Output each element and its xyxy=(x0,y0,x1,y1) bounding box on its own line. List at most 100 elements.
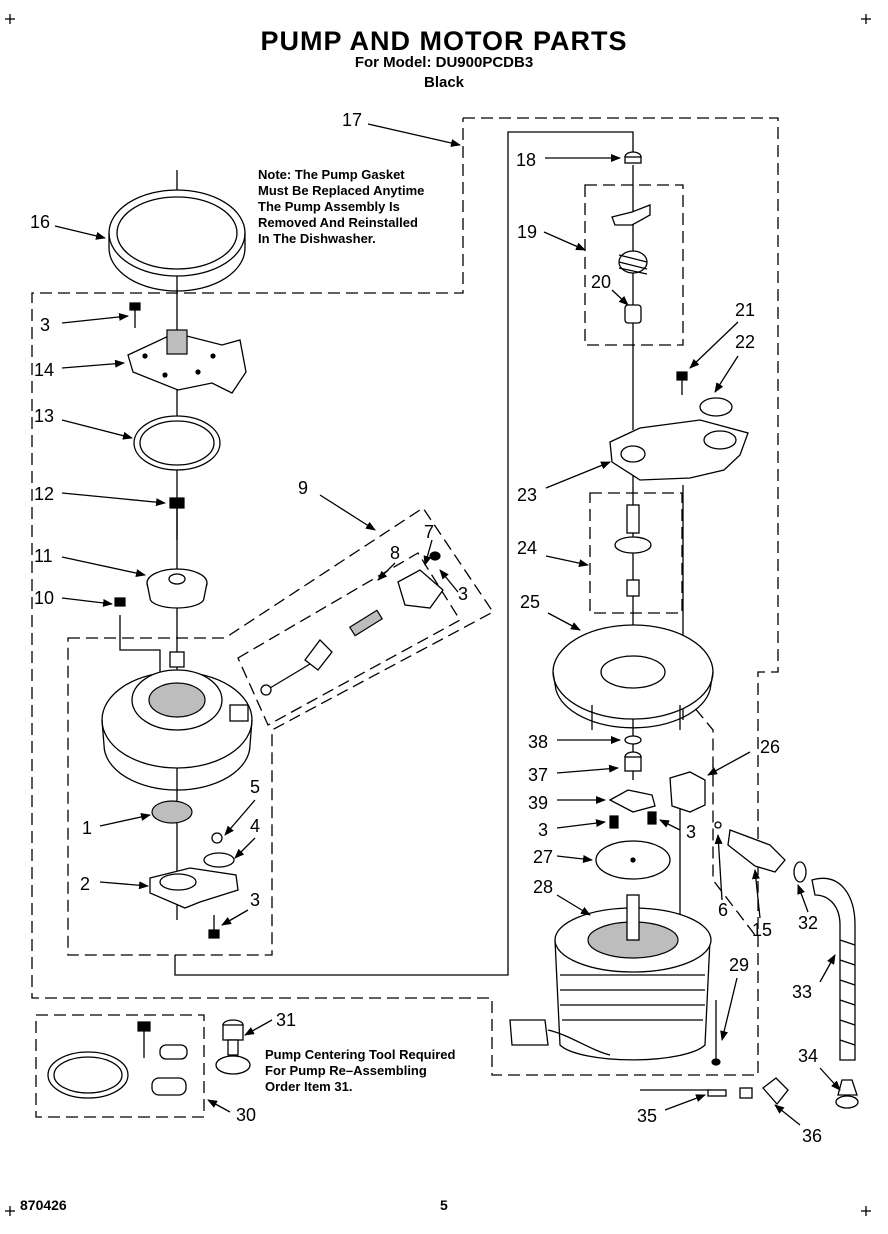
document-number: 870426 xyxy=(20,1197,67,1213)
callout-31: 31 xyxy=(276,1010,297,1030)
registration-marks xyxy=(5,14,871,1216)
motor-part xyxy=(509,894,712,1061)
flange-part-39 xyxy=(608,789,656,813)
callout-32: 32 xyxy=(798,913,819,933)
gasket-note-line: Note: The Pump Gasket xyxy=(258,167,405,182)
screw-part-3-right xyxy=(647,811,657,825)
callout-4: 4 xyxy=(250,816,261,836)
pump-body-part xyxy=(101,651,253,791)
impeller-part xyxy=(146,568,208,609)
callout-17: 17 xyxy=(342,110,363,130)
callout-21: 21 xyxy=(735,300,756,320)
callout-5: 5 xyxy=(250,777,261,797)
callout-24: 24 xyxy=(517,538,538,558)
motor-mount-part xyxy=(552,624,714,730)
pump-outlet-housing-part xyxy=(149,867,239,909)
callout-30: 30 xyxy=(236,1105,257,1125)
slinger-disc-part xyxy=(595,840,671,880)
callout-13: 13 xyxy=(34,406,55,426)
callout-18: 18 xyxy=(516,150,537,170)
mounting-bracket-part xyxy=(609,419,749,481)
wire-terminal-part xyxy=(707,1087,753,1099)
hose-fitting-part xyxy=(714,821,807,883)
callout-6: 6 xyxy=(718,900,729,920)
drain-hose-part xyxy=(811,877,856,1061)
terminal-block-part xyxy=(669,771,706,813)
callout-2: 2 xyxy=(80,874,91,894)
gasket-note: Note: The Pump Gasket Must Be Replaced A… xyxy=(258,167,424,247)
callout-35: 35 xyxy=(637,1106,658,1126)
callout-33: 33 xyxy=(792,982,813,1002)
impeller-bolt-part xyxy=(169,497,185,540)
wire-nut-part xyxy=(762,1077,789,1106)
callout-26: 26 xyxy=(760,737,781,757)
nut-part xyxy=(624,151,642,164)
hose-cap-part xyxy=(835,1079,859,1109)
page-title: PUMP AND MOTOR PARTS xyxy=(260,26,628,56)
tool-note-line: Pump Centering Tool Required xyxy=(265,1047,456,1062)
callout-38: 38 xyxy=(528,732,549,752)
model-number: For Model: DU900PCDB3 xyxy=(354,54,534,71)
gasket-note-line: The Pump Assembly Is xyxy=(258,199,400,214)
centering-tool-part xyxy=(215,1019,251,1075)
callout-20: 20 xyxy=(591,272,612,292)
callout-12: 12 xyxy=(34,484,55,504)
callout-23: 23 xyxy=(517,485,538,505)
tool-note-line: Order Item 31. xyxy=(265,1079,353,1094)
motor-bolt-part xyxy=(711,1000,721,1066)
screw-part-10 xyxy=(114,597,126,607)
bushing-part-37 xyxy=(624,751,642,772)
callout-leaders xyxy=(54,123,841,1126)
callout-16: 16 xyxy=(30,212,51,232)
seal-ring-part-22 xyxy=(699,397,733,417)
callout-28: 28 xyxy=(533,877,554,897)
callout-34: 34 xyxy=(798,1046,819,1066)
callout-39: 39 xyxy=(528,793,549,813)
gasket-note-line: Removed And Reinstalled xyxy=(258,215,418,230)
callout-3-top: 3 xyxy=(40,315,51,335)
callout-3-bottom: 3 xyxy=(250,890,261,910)
centering-tool-note: Pump Centering Tool Required For Pump Re… xyxy=(265,1047,455,1095)
callout-27: 27 xyxy=(533,847,554,867)
color-label: Black xyxy=(423,74,465,91)
gasket-note-line: Must Be Replaced Anytime xyxy=(258,183,425,198)
callout-25: 25 xyxy=(520,592,541,612)
screw-part-3-bottom xyxy=(208,915,220,939)
callout-7: 7 xyxy=(424,522,435,542)
callout-36: 36 xyxy=(802,1126,823,1146)
float-switch-part xyxy=(260,551,444,696)
tool-note-line: For Pump Re–Assembling xyxy=(265,1063,427,1078)
callout-3-float: 3 xyxy=(458,584,469,604)
cam-spring-part xyxy=(611,204,651,275)
callout-3-right: 3 xyxy=(686,822,697,842)
o-ring-part-38 xyxy=(624,735,642,745)
screw-part-3-left xyxy=(609,815,619,829)
o-ring-part xyxy=(203,852,235,868)
callout-9: 9 xyxy=(298,478,309,498)
seal-ring-part xyxy=(133,415,221,471)
screw-part xyxy=(129,302,141,328)
page-number: 5 xyxy=(440,1197,448,1213)
callout-19: 19 xyxy=(517,222,538,242)
assembly-outlines xyxy=(31,117,779,1118)
callout-22: 22 xyxy=(735,332,756,352)
callout-14: 14 xyxy=(34,360,55,380)
callout-15: 15 xyxy=(752,920,773,940)
callout-10: 10 xyxy=(34,588,55,608)
callout-11: 11 xyxy=(34,546,53,566)
callout-29: 29 xyxy=(729,955,750,975)
callout-3-left: 3 xyxy=(538,820,549,840)
check-ball-part xyxy=(211,832,223,844)
pump-gasket-part xyxy=(108,189,246,292)
callout-1: 1 xyxy=(82,818,93,838)
pump-cover-part xyxy=(127,329,247,394)
shaft-seal-part xyxy=(614,504,652,597)
callout-8: 8 xyxy=(390,543,401,563)
filter-screen-part xyxy=(151,800,193,824)
bushing-part xyxy=(624,304,642,324)
screw-part-21 xyxy=(676,371,688,395)
gasket-note-line: In The Dishwasher. xyxy=(258,231,376,246)
gasket-kit-part xyxy=(47,1021,188,1099)
